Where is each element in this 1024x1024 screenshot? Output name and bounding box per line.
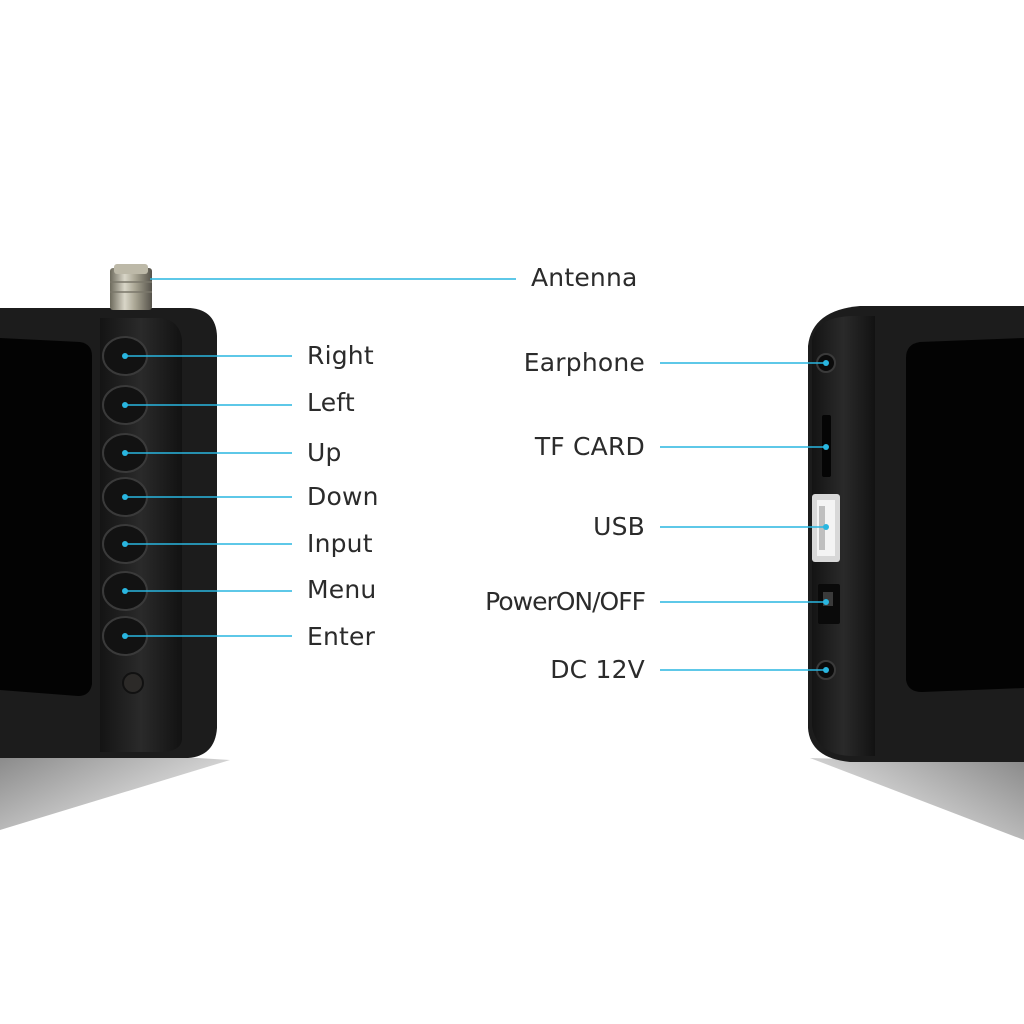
leader-dot-earphone <box>823 360 829 366</box>
left-device-screen <box>0 338 92 696</box>
leader-dot-power <box>823 599 829 605</box>
button-label-input: Input <box>307 529 373 558</box>
power-switch <box>818 584 840 624</box>
leader-dot-tf-card <box>823 444 829 450</box>
port-label-tf-card: TF CARD <box>534 432 645 461</box>
port-label-usb: USB <box>593 512 645 541</box>
right-device-screen <box>906 338 1024 692</box>
button-label-down: Down <box>307 482 379 511</box>
leader-dot-enter <box>122 633 128 639</box>
right-device <box>808 306 1024 840</box>
leader-dot-usb <box>823 524 829 530</box>
antenna-label: Antenna <box>531 263 638 292</box>
port-label-earphone: Earphone <box>523 348 645 377</box>
button-label-up: Up <box>307 438 342 467</box>
button-label-enter: Enter <box>307 622 376 651</box>
button-label-right: Right <box>307 341 374 370</box>
left-device <box>0 264 230 830</box>
leader-dot-menu <box>122 588 128 594</box>
leader-dot-left <box>122 402 128 408</box>
button-label-left: Left <box>307 388 355 417</box>
antenna-connector <box>110 264 152 310</box>
ir-sensor <box>122 672 144 694</box>
leader-dot-dc-12v <box>823 667 829 673</box>
leader-lines <box>122 278 829 673</box>
button-label-menu: Menu <box>307 575 377 604</box>
port-label-power: PowerON/OFF <box>485 587 646 616</box>
leader-dot-right <box>122 353 128 359</box>
port-label-dc-12v: DC 12V <box>550 655 645 684</box>
leader-dot-up <box>122 450 128 456</box>
leader-dot-down <box>122 494 128 500</box>
leader-dot-input <box>122 541 128 547</box>
